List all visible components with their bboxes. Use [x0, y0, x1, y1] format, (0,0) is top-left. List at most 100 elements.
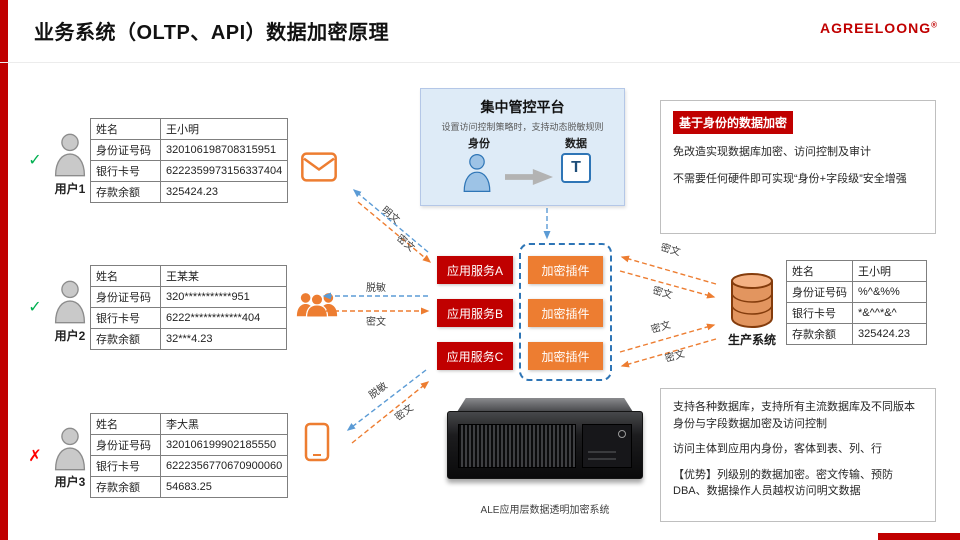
cell-value: 王某某	[160, 265, 287, 287]
cell-value: 王小明	[159, 118, 289, 140]
platform-subtitle: 设置访问控制策略时，支持动态脱敏规则	[441, 122, 604, 132]
info-line: 【优势】列级别的数据加密。密文传输、预防DBA、数据操作人员越权访问明文数据	[673, 468, 893, 498]
encrypt-plugin-c: 加密插件	[528, 342, 603, 370]
cell-value: %^&%%	[852, 281, 927, 303]
encrypt-plugin-a: 加密插件	[528, 256, 603, 284]
cell-label: 身份证号码	[90, 434, 161, 456]
cell-label: 存款余额	[90, 181, 161, 203]
drive-slot	[588, 451, 616, 453]
cell-label: 存款余额	[90, 328, 161, 350]
arrow-label: 密文	[651, 283, 674, 301]
arrow-label: 明文	[379, 203, 403, 226]
cell-label: 银行卡号	[90, 455, 161, 477]
page-title: 业务系统（OLTP、API）数据加密原理	[34, 22, 390, 44]
arrow-label: 密文	[366, 315, 386, 328]
arrow-prod-to-plugins-top	[620, 255, 717, 285]
cell-value: 6222356770670900060	[159, 455, 289, 477]
app-service-a: 应用服务A	[437, 256, 513, 284]
mail-icon	[301, 152, 337, 182]
header-divider	[0, 62, 960, 63]
table-row: 姓名李大黑	[90, 413, 289, 435]
cell-value: 王小明	[852, 260, 927, 282]
server-vent-grid	[458, 424, 576, 468]
arrow-user1-plaintext	[352, 189, 429, 253]
cell-label: 姓名	[786, 260, 853, 282]
arrow-plugins-to-prod-bottom	[619, 323, 716, 353]
info-line: 访问主体到应用内身份，客体到表、列、行	[673, 443, 882, 455]
brand-mark: ®	[931, 20, 938, 30]
arrow-label: 密文	[663, 347, 686, 365]
user3-status-x-icon: ✗	[28, 448, 42, 465]
cell-value: 320106198708315951	[159, 139, 289, 161]
arrow-user3-masked	[346, 369, 427, 431]
app-service-c: 应用服务C	[437, 342, 513, 370]
data-t-icon: T	[561, 153, 591, 183]
info-box-title: 基于身份的数据加密	[673, 111, 794, 134]
arrow-label: 密文	[394, 231, 418, 254]
data-label: 数据	[565, 138, 587, 150]
cell-value: 320106199902185550	[159, 434, 289, 456]
user3-label: 用户3	[54, 475, 86, 489]
database-support-info-box: 支持各种数据库，支持所有主流数据库及不同版本身份与字段数据加密及访问控制 访问主…	[660, 388, 936, 522]
cell-label: 存款余额	[90, 476, 161, 498]
arrow-label: 密文	[649, 318, 672, 336]
left-accent-strip	[0, 0, 8, 540]
arrow-user3-ciphertext	[351, 381, 430, 444]
info-line: 支持各种数据库，支持所有主流数据库及不同版本身份与字段数据加密及访问控制	[673, 401, 915, 430]
cell-label: 姓名	[90, 118, 161, 140]
arrow-label: 密文	[659, 240, 682, 258]
user1-label: 用户1	[54, 182, 86, 196]
cell-value: 54683.25	[159, 476, 289, 498]
user3-person-icon	[54, 427, 86, 471]
table-row: 姓名王小明	[786, 260, 927, 282]
info-line: 免改造实现数据库加密、访问控制及审计	[673, 146, 871, 158]
user1-status-check-icon: ✓	[28, 152, 42, 169]
cell-label: 银行卡号	[90, 160, 161, 182]
user2-status-check-icon: ✓	[28, 299, 42, 316]
identity-person-icon	[463, 154, 491, 192]
info-line: 不需要任何硬件即可实现“身份+字段级”安全增强	[673, 172, 907, 185]
cell-value: 320***********951	[160, 286, 287, 308]
cell-label: 姓名	[90, 265, 161, 287]
user2-label: 用户2	[54, 329, 86, 343]
cell-value: 32***4.23	[160, 328, 287, 350]
user-group-icon	[296, 293, 338, 318]
arrow-label: 脱敏	[366, 379, 390, 401]
arrow-label: 密文	[392, 401, 416, 423]
arrow-prod-to-plugins-bottom	[620, 338, 717, 368]
server-drive-panel	[582, 424, 632, 468]
cell-label: 身份证号码	[90, 139, 161, 161]
cell-label: 银行卡号	[786, 302, 853, 324]
plugin-dashed-container	[519, 243, 612, 381]
server-appliance-image	[447, 398, 643, 490]
production-system-label: 生产系统	[727, 333, 776, 347]
cell-value: 325424.23	[159, 181, 289, 203]
drive-slot	[588, 458, 616, 460]
table-row: 姓名王小明	[90, 118, 289, 140]
arrow-label: 脱敏	[366, 281, 386, 294]
table-row: 身份证号码%^&%%	[786, 281, 927, 303]
power-button-icon	[618, 430, 626, 438]
table-row: 银行卡号*&^^*&^	[786, 302, 927, 324]
cell-label: 姓名	[90, 413, 161, 435]
bottom-accent-bar	[878, 533, 960, 540]
platform-title: 集中管控平台	[480, 99, 565, 115]
database-icon	[731, 273, 773, 328]
cell-value: *&^^*&^	[852, 302, 927, 324]
identity-label: 身份	[468, 138, 490, 150]
server-top-face	[457, 398, 633, 412]
brand-name: AGREELOONG	[819, 20, 932, 36]
user2-person-icon	[54, 280, 86, 324]
